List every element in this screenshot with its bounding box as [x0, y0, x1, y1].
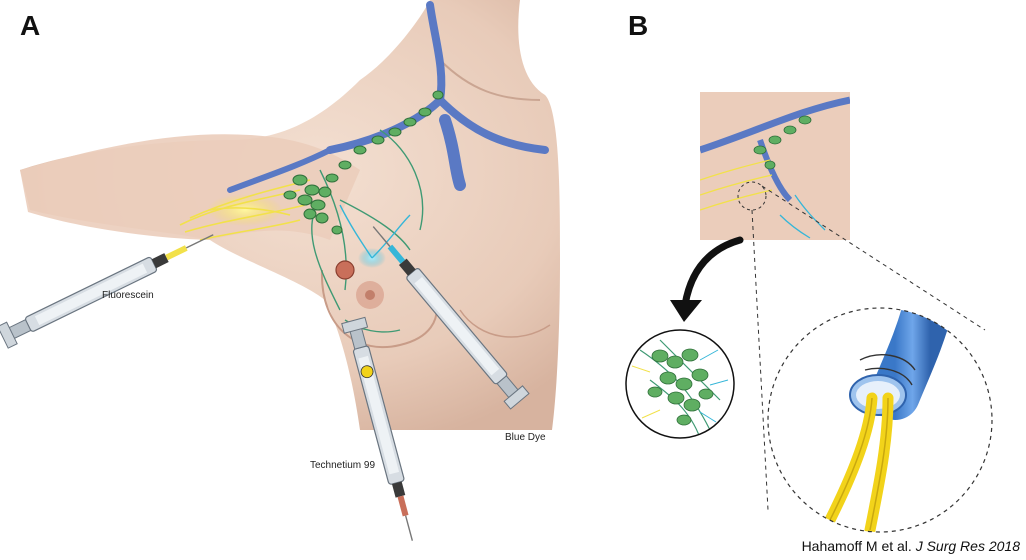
citation: Hahamoff M et al. J Surg Res 2018 — [802, 538, 1020, 554]
label-blue-dye: Blue Dye — [505, 432, 546, 443]
panel-label-a: A — [20, 10, 40, 42]
curved-arrow-icon — [685, 240, 740, 305]
fluorescein-syringe — [0, 224, 219, 348]
arrow-head-icon — [670, 300, 702, 322]
panel-label-b: B — [628, 10, 648, 42]
citation-authors: Hahamoff M et al. — [802, 538, 912, 554]
lymph-node-zoom-circle — [626, 330, 734, 438]
label-fluorescein: Fluorescein — [102, 290, 154, 301]
panel-b-inset — [700, 92, 850, 240]
tumor — [336, 261, 354, 279]
label-technetium: Technetium 99 — [310, 460, 375, 471]
citation-journal: J Surg Res 2018 — [916, 538, 1020, 554]
vessel-zoom-circle — [768, 300, 992, 532]
